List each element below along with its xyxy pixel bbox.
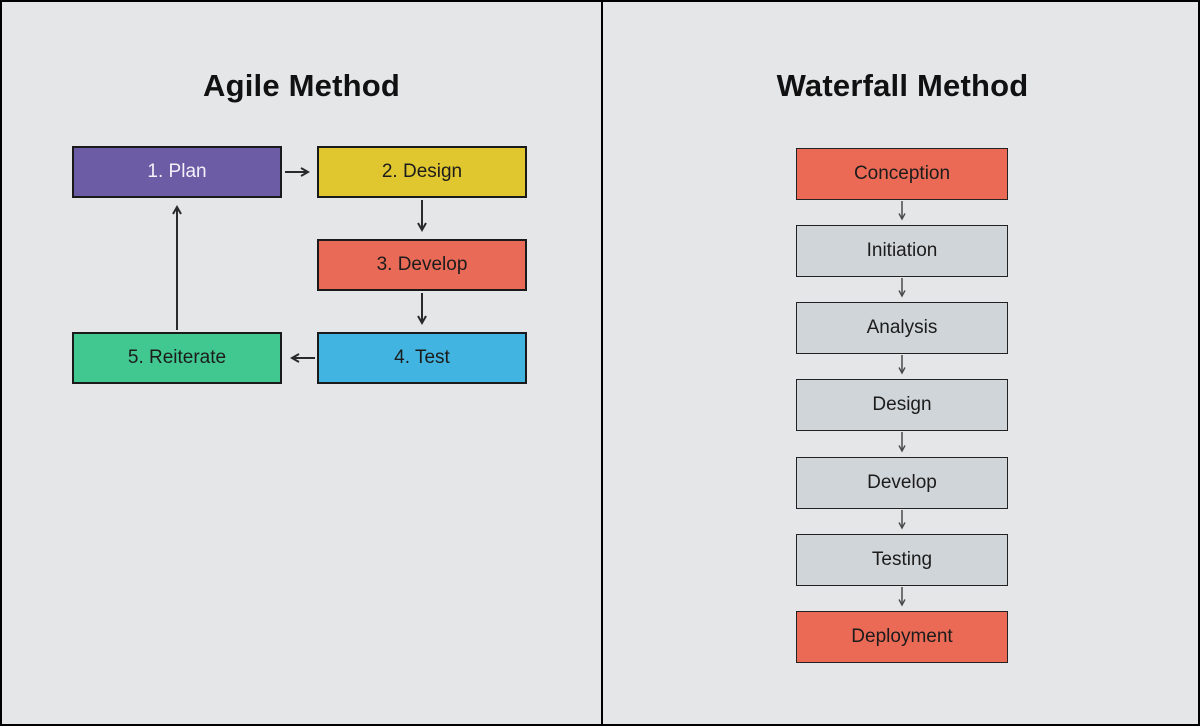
agile-node-plan: 1. Plan <box>72 146 282 198</box>
waterfall-node-initiation: Initiation <box>796 225 1008 277</box>
waterfall-panel: Waterfall Method Conception Initiation A… <box>602 2 1198 724</box>
waterfall-node-conception: Conception <box>796 148 1008 200</box>
agile-node-test: 4. Test <box>317 332 527 384</box>
waterfall-node-testing: Testing <box>796 534 1008 586</box>
agile-panel-title: Agile Method <box>203 68 400 103</box>
agile-node-reiterate: 5. Reiterate <box>72 332 282 384</box>
waterfall-panel-title: Waterfall Method <box>776 68 1029 103</box>
waterfall-node-design: Design <box>796 379 1008 431</box>
waterfall-node-analysis: Analysis <box>796 302 1008 354</box>
agile-node-design: 2. Design <box>317 146 527 198</box>
waterfall-node-deployment: Deployment <box>796 611 1008 663</box>
agile-panel: Agile Method 1. Plan 2. Design 3. Develo… <box>2 2 602 724</box>
agile-node-develop: 3. Develop <box>317 239 527 291</box>
waterfall-node-develop: Develop <box>796 457 1008 509</box>
